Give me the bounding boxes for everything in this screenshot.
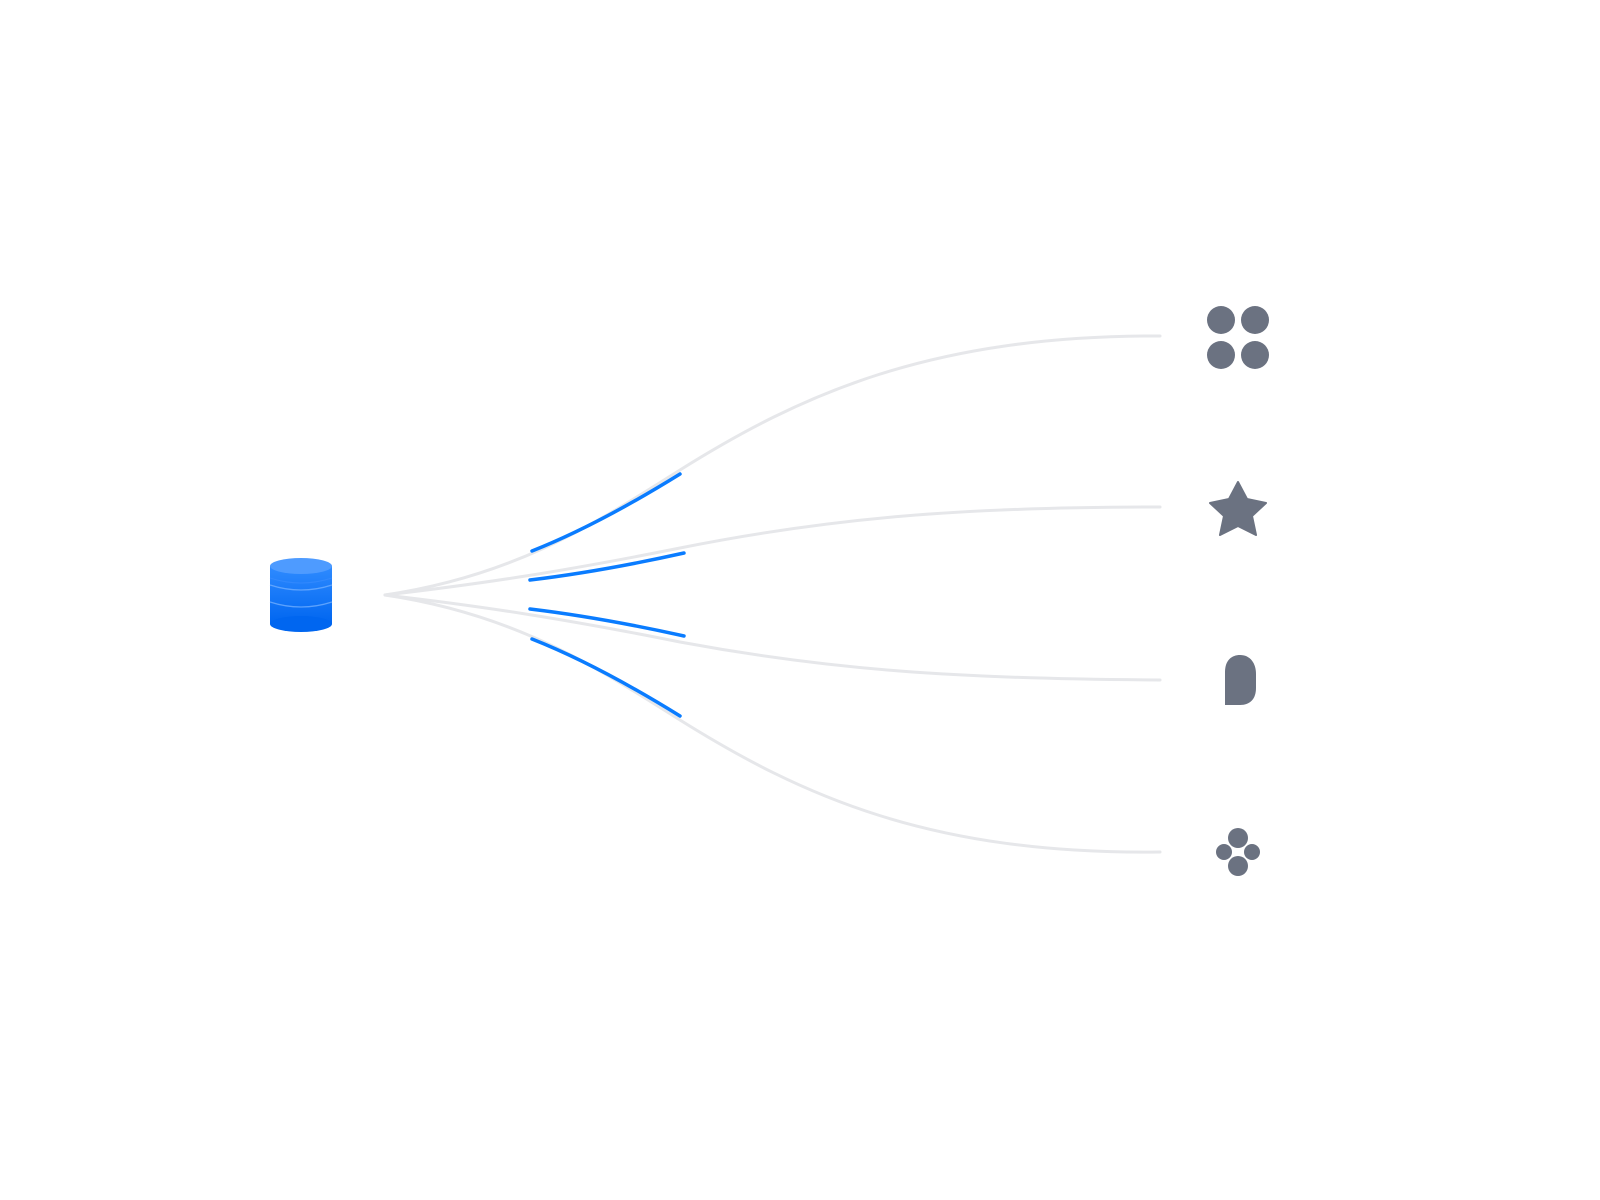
connector-line-dest-4 <box>383 593 1162 854</box>
four-dots-icon[interactable] <box>1207 306 1269 369</box>
star-icon[interactable] <box>1209 481 1267 536</box>
active-segment-dest-1 <box>530 472 682 553</box>
cluster-icon[interactable] <box>1216 828 1260 876</box>
connector-lines <box>383 334 1162 854</box>
arch-icon[interactable] <box>1225 655 1256 705</box>
database-icon[interactable] <box>269 558 333 632</box>
active-segment-dest-3 <box>528 607 686 638</box>
connector-line-dest-3 <box>383 593 1162 682</box>
active-segment-dest-2 <box>528 551 686 582</box>
connector-line-dest-2 <box>383 505 1162 597</box>
active-segments <box>528 472 686 718</box>
active-segment-dest-4 <box>530 637 682 718</box>
connector-line-dest-1 <box>383 334 1162 597</box>
